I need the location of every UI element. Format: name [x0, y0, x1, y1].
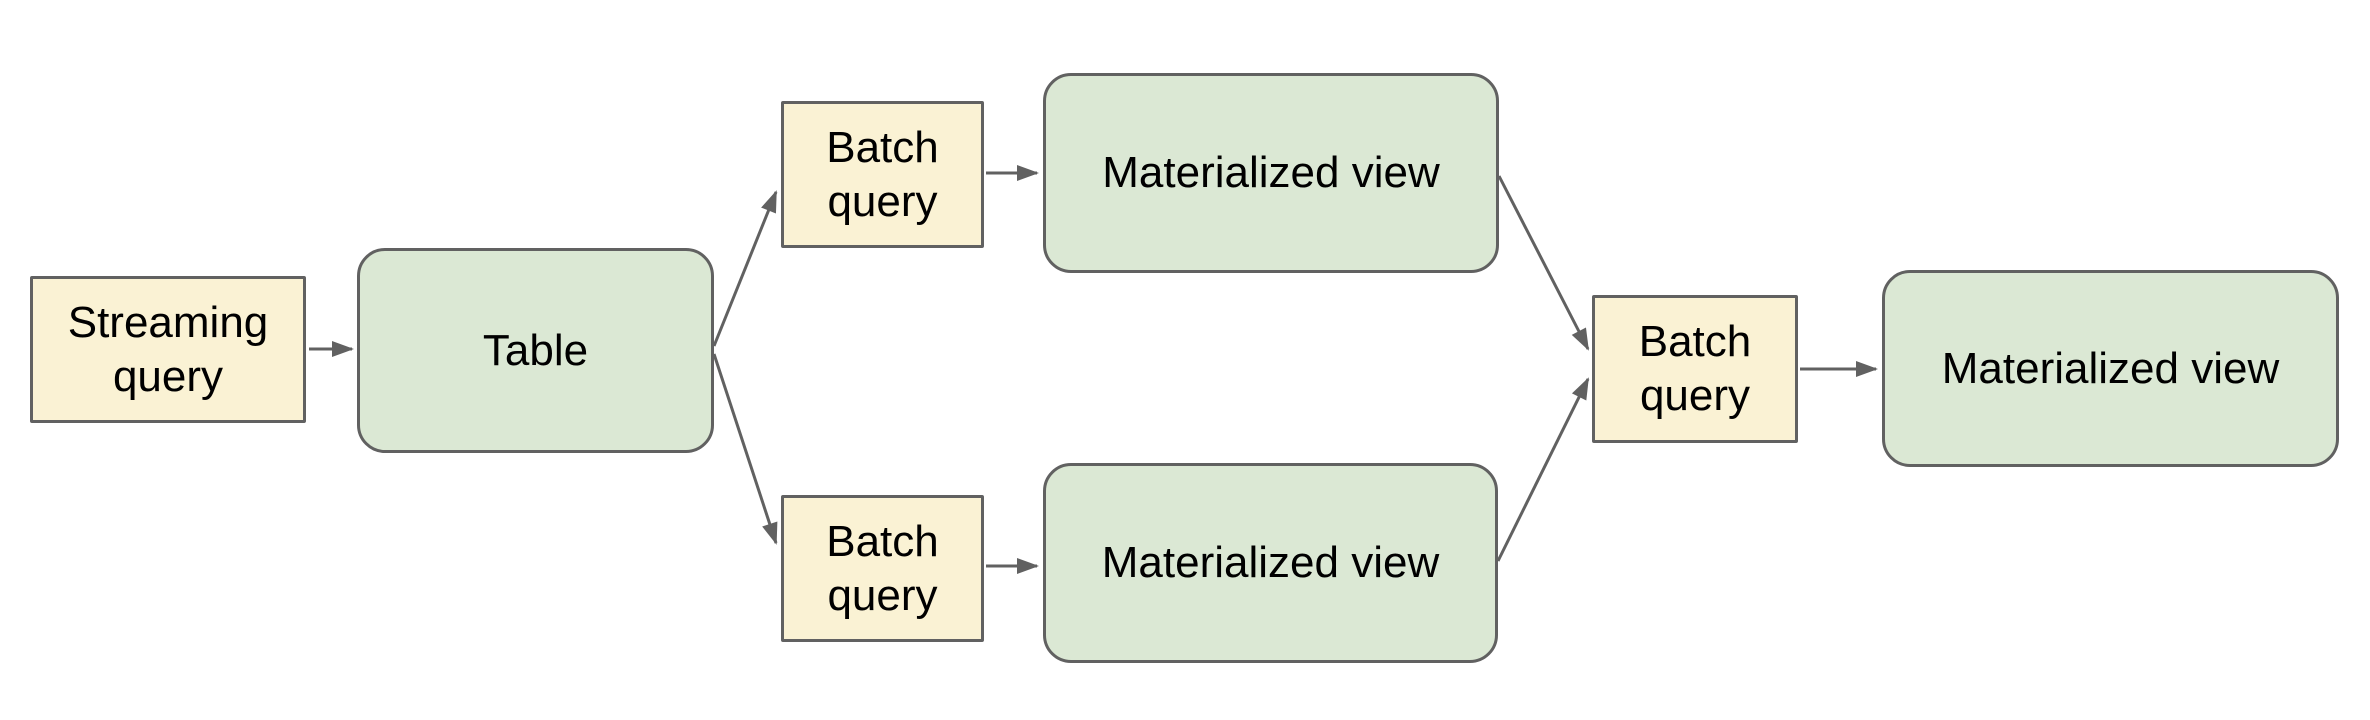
node-batch-query-final: Batch query [1592, 295, 1798, 443]
node-materialized-view-top-label: Materialized view [1102, 148, 1440, 198]
node-streaming-query: Streaming query [30, 276, 306, 423]
edge-table-to-batch-query-top [712, 190, 778, 347]
node-table: Table [357, 248, 714, 453]
node-materialized-view-final: Materialized view [1882, 270, 2339, 467]
node-batch-query-bottom: Batch query [781, 495, 984, 642]
node-batch-query-top-label: Batch query [826, 122, 939, 226]
node-table-label: Table [482, 325, 589, 375]
node-materialized-view-bottom-label: Materialized view [1101, 538, 1440, 588]
node-materialized-view-bottom: Materialized view [1043, 463, 1498, 663]
node-materialized-view-final-label: Materialized view [1941, 343, 2280, 393]
edge-materialized-view-bottom-to-batch-query-final [1496, 377, 1590, 562]
node-batch-query-bottom-label: Batch query [826, 516, 939, 620]
edge-materialized-view-top-to-batch-query-final [1497, 175, 1590, 351]
node-streaming-query-label: Streaming query [67, 297, 269, 401]
node-materialized-view-top: Materialized view [1043, 73, 1499, 273]
node-batch-query-final-label: Batch query [1638, 317, 1752, 420]
node-batch-query-top: Batch query [781, 101, 984, 248]
edge-table-to-batch-query-bottom [712, 353, 778, 545]
